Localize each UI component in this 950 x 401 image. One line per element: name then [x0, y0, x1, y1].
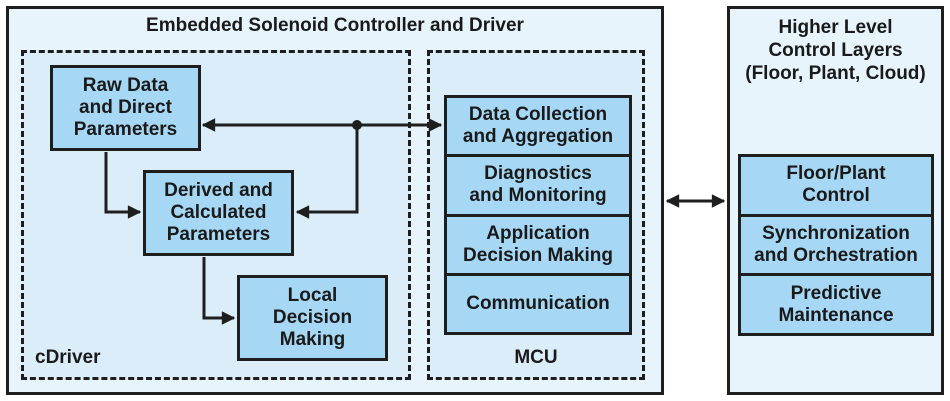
mcu-block-diagnostics: Diagnostics and Monitoring [447, 157, 629, 217]
embedded-controller-title: Embedded Solenoid Controller and Driver [146, 15, 524, 36]
local-decision-block: Local Decision Making [237, 275, 388, 361]
derived-params-block: Derived and Calculated Parameters [143, 170, 294, 256]
mcu-block-application: Application Decision Making [447, 217, 629, 276]
higher-level-title: Higher Level Control Layers (Floor, Plan… [745, 17, 926, 84]
hl-block-predictive: Predictive Maintenance [778, 282, 894, 326]
mcu-label: MCU [514, 347, 558, 368]
local-decision-label: Local Decision Making [272, 285, 353, 350]
higher-level-stack: Floor/Plant Control Synchronization and … [738, 154, 934, 336]
derived-params-label: Derived and Calculated Parameters [164, 180, 273, 245]
mcu-block-communication: Communication [466, 292, 610, 314]
mcu-function-stack: Data Collection and Aggregation Diagnost… [444, 95, 632, 335]
raw-data-label: Raw Data and Direct Parameters [73, 75, 178, 140]
raw-data-block: Raw Data and Direct Parameters [50, 65, 201, 151]
hl-block-floor-plant: Floor/Plant Control [741, 157, 931, 217]
cdriver-label: cDriver [35, 347, 101, 368]
mcu-block-data-collection: Data Collection and Aggregation [447, 98, 629, 158]
hl-block-sync: Synchronization and Orchestration [741, 217, 931, 277]
